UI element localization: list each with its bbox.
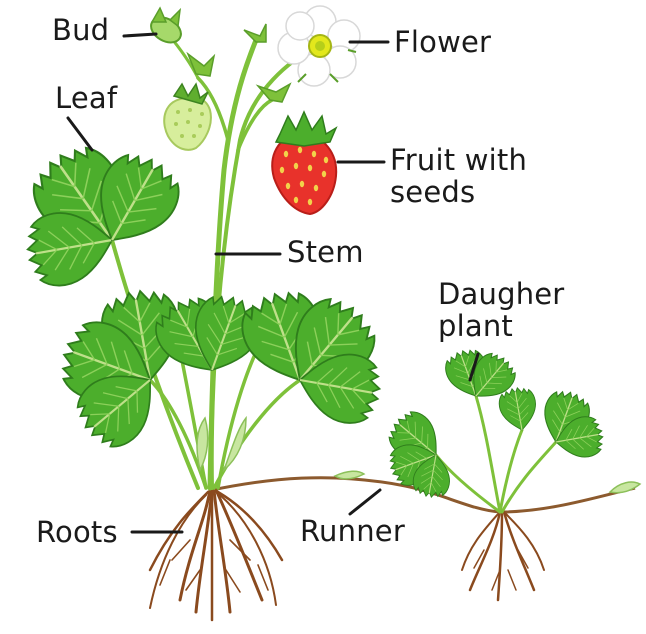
base-sprout	[197, 418, 208, 470]
daughter-label-line2: plant	[438, 310, 564, 342]
unripe-fruit	[164, 84, 211, 150]
fruit-label: Fruit with seeds	[390, 144, 527, 208]
runner-pointer	[350, 490, 380, 514]
right-leaf	[234, 283, 387, 428]
runner-node-leaf	[335, 471, 364, 479]
bud-pointer	[124, 34, 156, 36]
upper-left-leaf	[21, 135, 190, 290]
flower	[278, 6, 360, 86]
leaf-label: Leaf	[55, 82, 117, 114]
middle-left-leaf	[53, 285, 188, 457]
bud	[147, 8, 186, 48]
ripe-fruit	[272, 112, 336, 214]
daughter-plant-label: Daugher plant	[438, 278, 564, 342]
runner-tip-leaf	[610, 482, 640, 493]
bud-label: Bud	[52, 14, 109, 46]
daughter-roots	[462, 512, 544, 600]
daughter-plant	[382, 345, 606, 512]
leaf-pointer	[68, 118, 92, 150]
stem-label: Stem	[287, 236, 364, 268]
main-roots	[150, 490, 282, 620]
runner-label: Runner	[300, 515, 405, 547]
flower-label: Flower	[394, 26, 491, 58]
fruit-label-line2: seeds	[390, 176, 527, 208]
fruit-label-line1: Fruit with	[390, 144, 527, 176]
daughter-label-line1: Daugher	[438, 278, 564, 310]
roots-label: Roots	[36, 516, 118, 548]
